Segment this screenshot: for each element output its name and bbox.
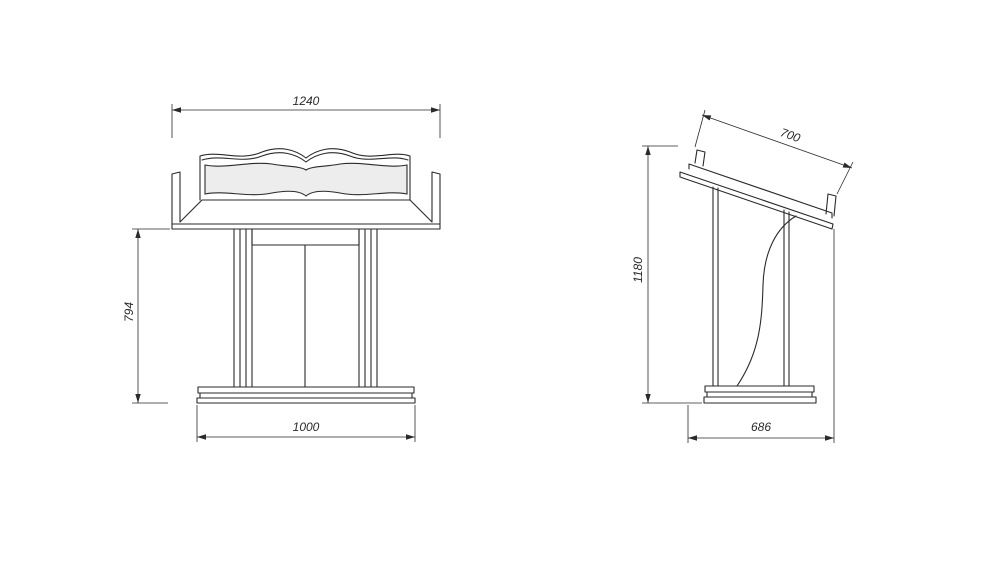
dimension-label-794: 794: [122, 302, 136, 322]
side-base: [703, 385, 817, 404]
book-panel: [204, 162, 408, 197]
front-legs: [233, 228, 378, 388]
front-base: [196, 386, 416, 404]
front-desk-top: [171, 148, 441, 230]
dimension-side-desk-depth: 700: [694, 109, 854, 195]
dimension-label-1180: 1180: [631, 257, 645, 283]
dimension-side-base-depth: 686: [687, 229, 835, 443]
dimension-front-base-width: 1000: [196, 405, 416, 442]
dimension-side-total-height: 1180: [631, 145, 702, 404]
dimension-front-height: 794: [122, 228, 170, 404]
dimension-label-1000: 1000: [293, 420, 320, 434]
dimension-front-overall-width: 1240: [171, 94, 441, 138]
dimension-label-686: 686: [751, 420, 771, 434]
dimension-label-1240: 1240: [293, 94, 320, 108]
front-view: 1240 794 1000: [122, 94, 441, 442]
side-body: [712, 186, 797, 387]
side-desk-top: [679, 149, 837, 230]
dimension-label-700: 700: [779, 125, 803, 145]
side-view: 700 1180 686: [631, 109, 854, 443]
